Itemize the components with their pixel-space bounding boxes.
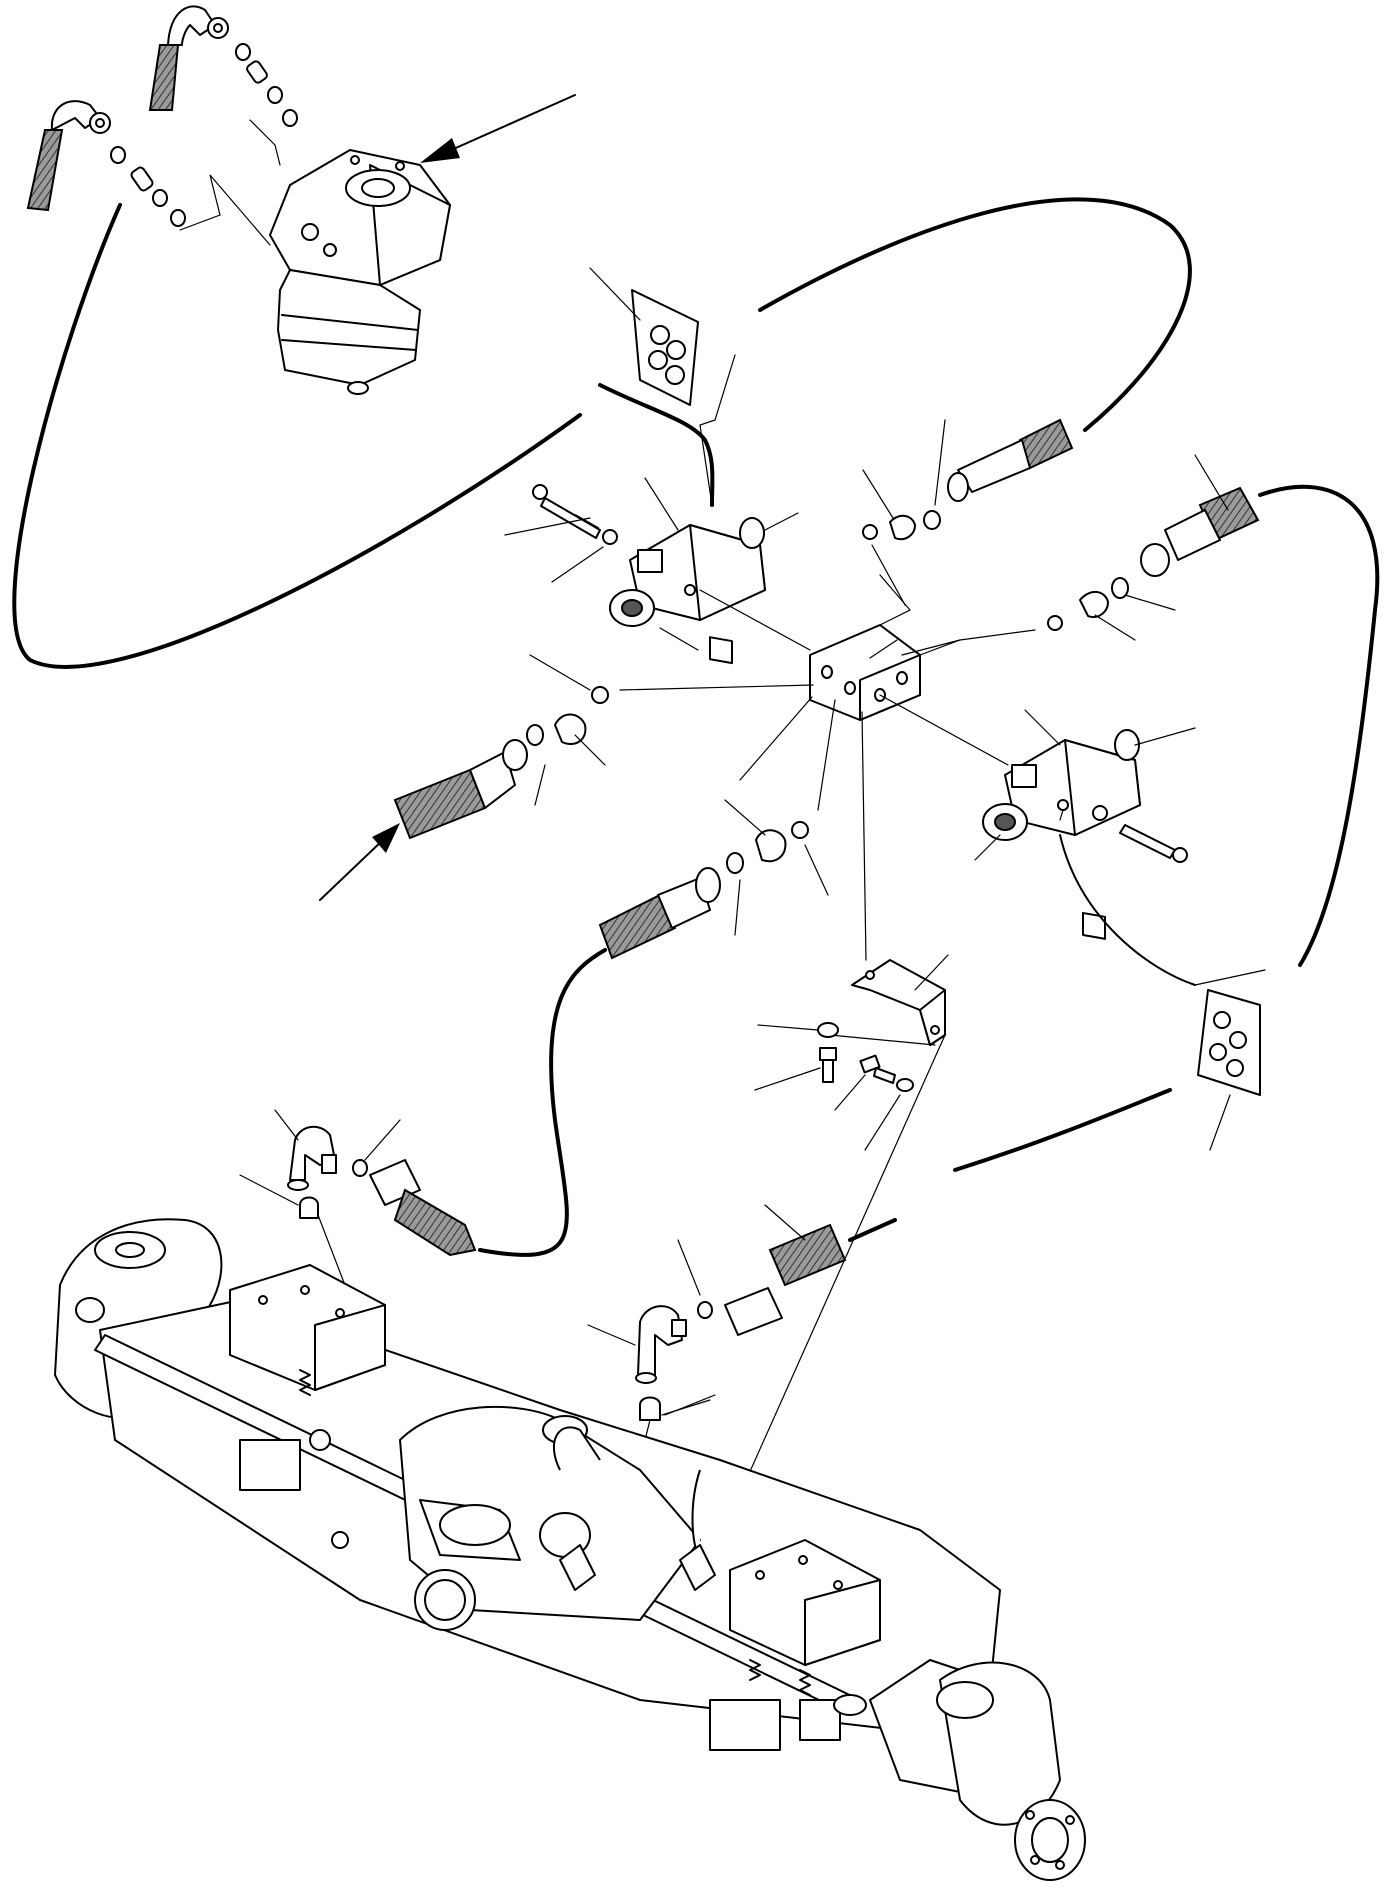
valve-block — [619, 574, 1036, 961]
hose-end-b — [26, 129, 64, 212]
bolt-bracket-b — [859, 1054, 896, 1084]
solenoid-valve-upper — [504, 477, 811, 665]
fittings-chain-left — [89, 112, 186, 227]
arrow-to-steering-unit — [420, 94, 576, 163]
valve-symbol-decal-lower — [1194, 969, 1266, 1151]
bolt-upper — [532, 484, 601, 539]
bolt-lower — [1119, 824, 1188, 863]
valve-symbol-decal-upper — [589, 267, 736, 507]
nut-upper — [602, 529, 618, 545]
fittings-center-lower — [598, 799, 829, 960]
bolt-bracket-a — [819, 1047, 837, 1083]
fittings-upper-right — [862, 418, 1260, 641]
hose-top-arc — [758, 197, 1192, 432]
hose-middle-down — [478, 948, 607, 1257]
hose-lower-right — [953, 1088, 1172, 1172]
fittings-left-middle — [319, 654, 609, 901]
fittings-chain-top — [207, 17, 298, 127]
hose-segment-a — [848, 1218, 897, 1242]
elbow-fitting-center — [587, 1204, 847, 1541]
solenoid-valve-lower — [974, 709, 1196, 986]
hose-right-loop — [1258, 484, 1380, 967]
hose-end-a — [148, 44, 180, 111]
nut-lower — [1092, 805, 1108, 821]
washer-bracket — [817, 1022, 839, 1038]
steering-hoses — [26, 5, 298, 227]
hose-left-loop — [12, 203, 582, 669]
elbow-fitting-left — [239, 1109, 477, 1481]
steering-unit — [179, 119, 451, 395]
mounting-bracket — [734, 954, 949, 1506]
front-axle — [54, 1218, 1086, 1881]
hose-routes — [12, 197, 1380, 1257]
